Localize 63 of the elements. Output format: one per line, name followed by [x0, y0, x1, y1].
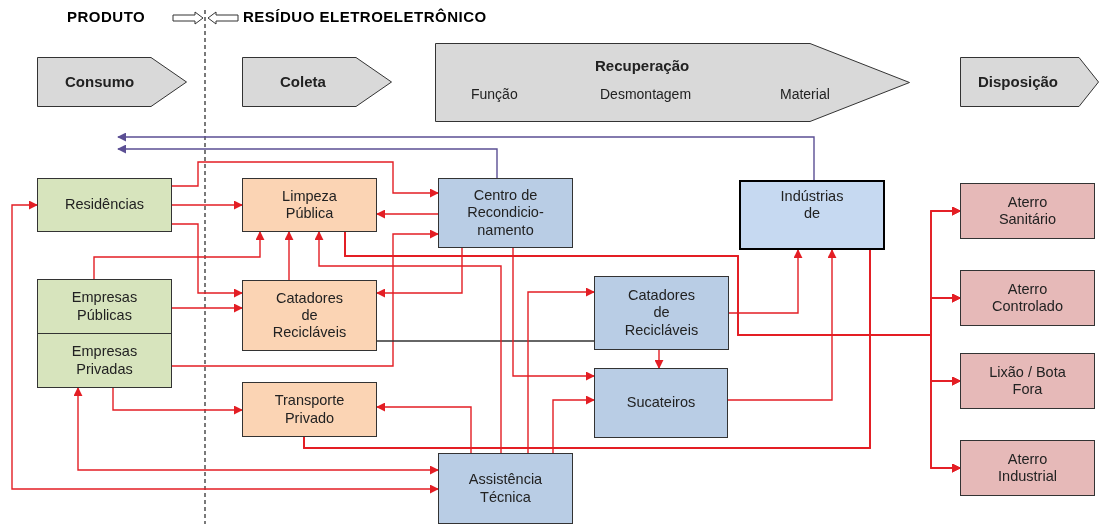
arrow: [11, 200, 439, 494]
arrow: [171, 223, 243, 298]
box-label: Catadores de Recicláveis: [623, 287, 700, 339]
stage-subtitle: Material: [780, 86, 830, 102]
arrow: [112, 387, 243, 415]
process-box: [960, 183, 1095, 239]
stage-subtitle: Desmontagem: [600, 86, 692, 102]
process-box: [594, 368, 728, 438]
box-label: Indústrias de: [779, 188, 845, 223]
box-label: Transporte Privado: [273, 392, 346, 427]
box-label: Aterro Industrial: [997, 450, 1058, 486]
section-heading: RESÍDUO ELETROELETRÔNICO: [243, 8, 487, 25]
box-label: Sucateiros: [625, 394, 697, 412]
stage-title: Disposição: [978, 73, 1059, 90]
arrow: [117, 132, 815, 181]
arrow: [171, 303, 243, 313]
arrow: [73, 387, 439, 475]
arrow: [284, 231, 294, 281]
process-box: [242, 382, 377, 437]
arrow: [376, 209, 439, 219]
stage-subtitle: Função: [471, 86, 518, 102]
arrow: [93, 231, 265, 280]
process-box: [37, 178, 172, 232]
process-box: [594, 276, 729, 350]
arrow: [314, 231, 502, 454]
arrow: [727, 249, 837, 401]
box-label: Lixão / Bota Fora: [988, 363, 1067, 399]
box-label: Aterro Sanitário: [997, 193, 1058, 229]
process-box: [37, 333, 172, 388]
process-box: [960, 353, 1095, 409]
arrow: [171, 161, 439, 198]
box-label: Empresas Públicas: [70, 289, 139, 324]
box-label: Limpeza Pública: [281, 187, 338, 223]
arrow: [512, 247, 595, 381]
arrow: [552, 395, 595, 454]
box-label: Aterro Controlado: [991, 280, 1064, 316]
arrow: [376, 247, 463, 298]
arrow: [728, 249, 803, 314]
stage-title: Coleta: [280, 73, 326, 90]
arrow: [171, 200, 243, 210]
process-box: [242, 178, 377, 232]
stage-title: Recuperação: [595, 57, 690, 74]
process-box: [438, 178, 573, 248]
process-box: [438, 453, 573, 524]
arrow: [117, 144, 498, 179]
arrow: [654, 349, 664, 369]
box-label: Centro de Recondicio- namento: [466, 187, 545, 239]
section-heading: PRODUTO: [67, 8, 146, 25]
box-label: Empresas Privadas: [70, 343, 139, 378]
arrow: [376, 402, 472, 454]
box-label: Residências: [64, 196, 145, 214]
box-label: Catadores de Recicláveis: [271, 289, 348, 342]
arrow: [869, 249, 961, 473]
box-label: Assistência Técnica: [467, 471, 544, 506]
arrow: [527, 287, 595, 454]
process-box: [960, 270, 1095, 326]
process-box: [739, 180, 885, 250]
process-box: [37, 279, 172, 334]
stage-title: Consumo: [65, 73, 135, 90]
connector-line: [376, 340, 595, 342]
process-box: [242, 280, 377, 351]
process-box: [960, 440, 1095, 496]
arrow: [171, 229, 439, 367]
